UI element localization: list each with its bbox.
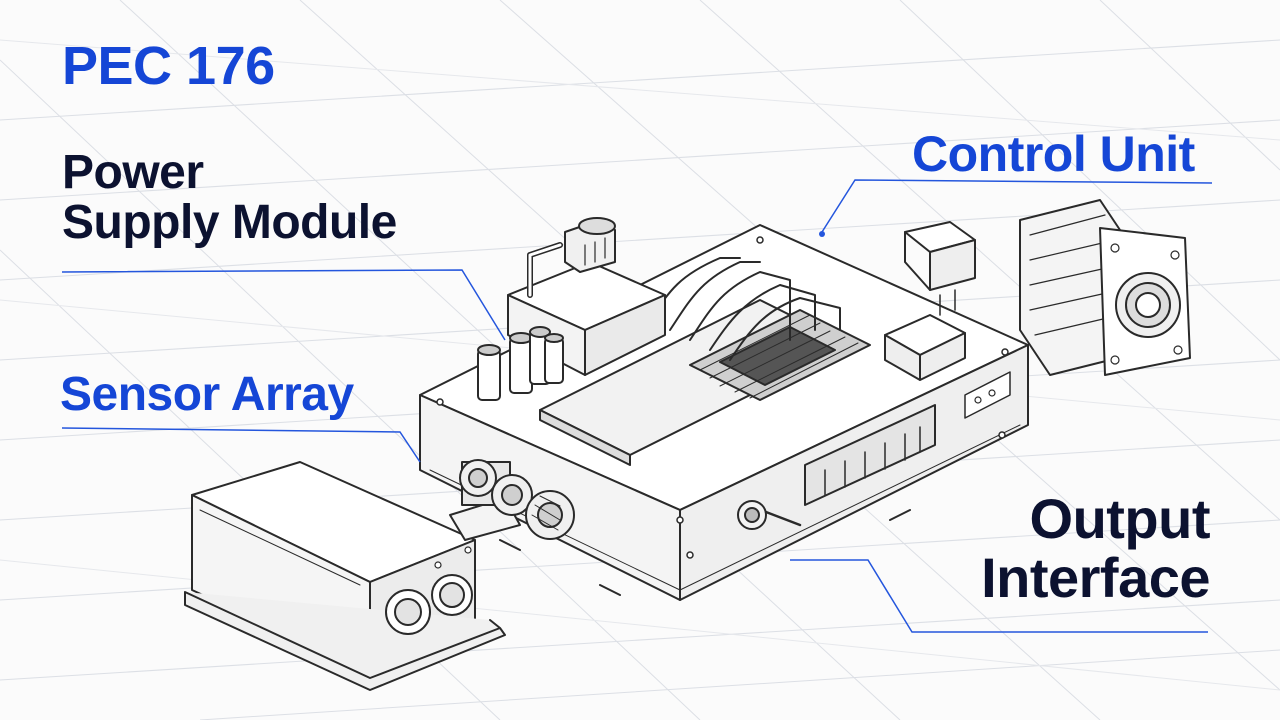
output-interface-label-line1: Output (1029, 487, 1211, 550)
output-interface-label: Output Interface (932, 487, 1211, 609)
page-title: PEC 176 (62, 36, 275, 96)
relay-part-icon (904, 221, 976, 316)
power-supply-label-line2: Supply Module (62, 196, 397, 250)
sensor-array-label: Sensor Array (60, 368, 354, 421)
output-interface-connector-icon (737, 500, 802, 530)
main-board-enclosure-icon (419, 224, 1029, 601)
processor-chip-icon (689, 309, 871, 401)
control-unit-motor-icon (1019, 199, 1191, 376)
power-supply-label-line1: Power (62, 146, 204, 199)
capacitor-group-icon (477, 326, 564, 401)
sensor-connector-group-icon (459, 459, 575, 540)
power-supply-label: Power Supply Module (62, 146, 397, 250)
sensor-array-underline (61, 427, 421, 463)
output-interface-underline (790, 559, 1208, 633)
control-unit-leader-dot (819, 231, 825, 237)
leader-lines (61, 179, 1213, 633)
sensor-array-box-icon (184, 461, 506, 691)
output-interface-label-line2: Interface (981, 545, 1210, 609)
power-supply-underline (61, 269, 506, 341)
control-unit-underline (821, 179, 1213, 233)
control-unit-label: Control Unit (912, 126, 1195, 182)
